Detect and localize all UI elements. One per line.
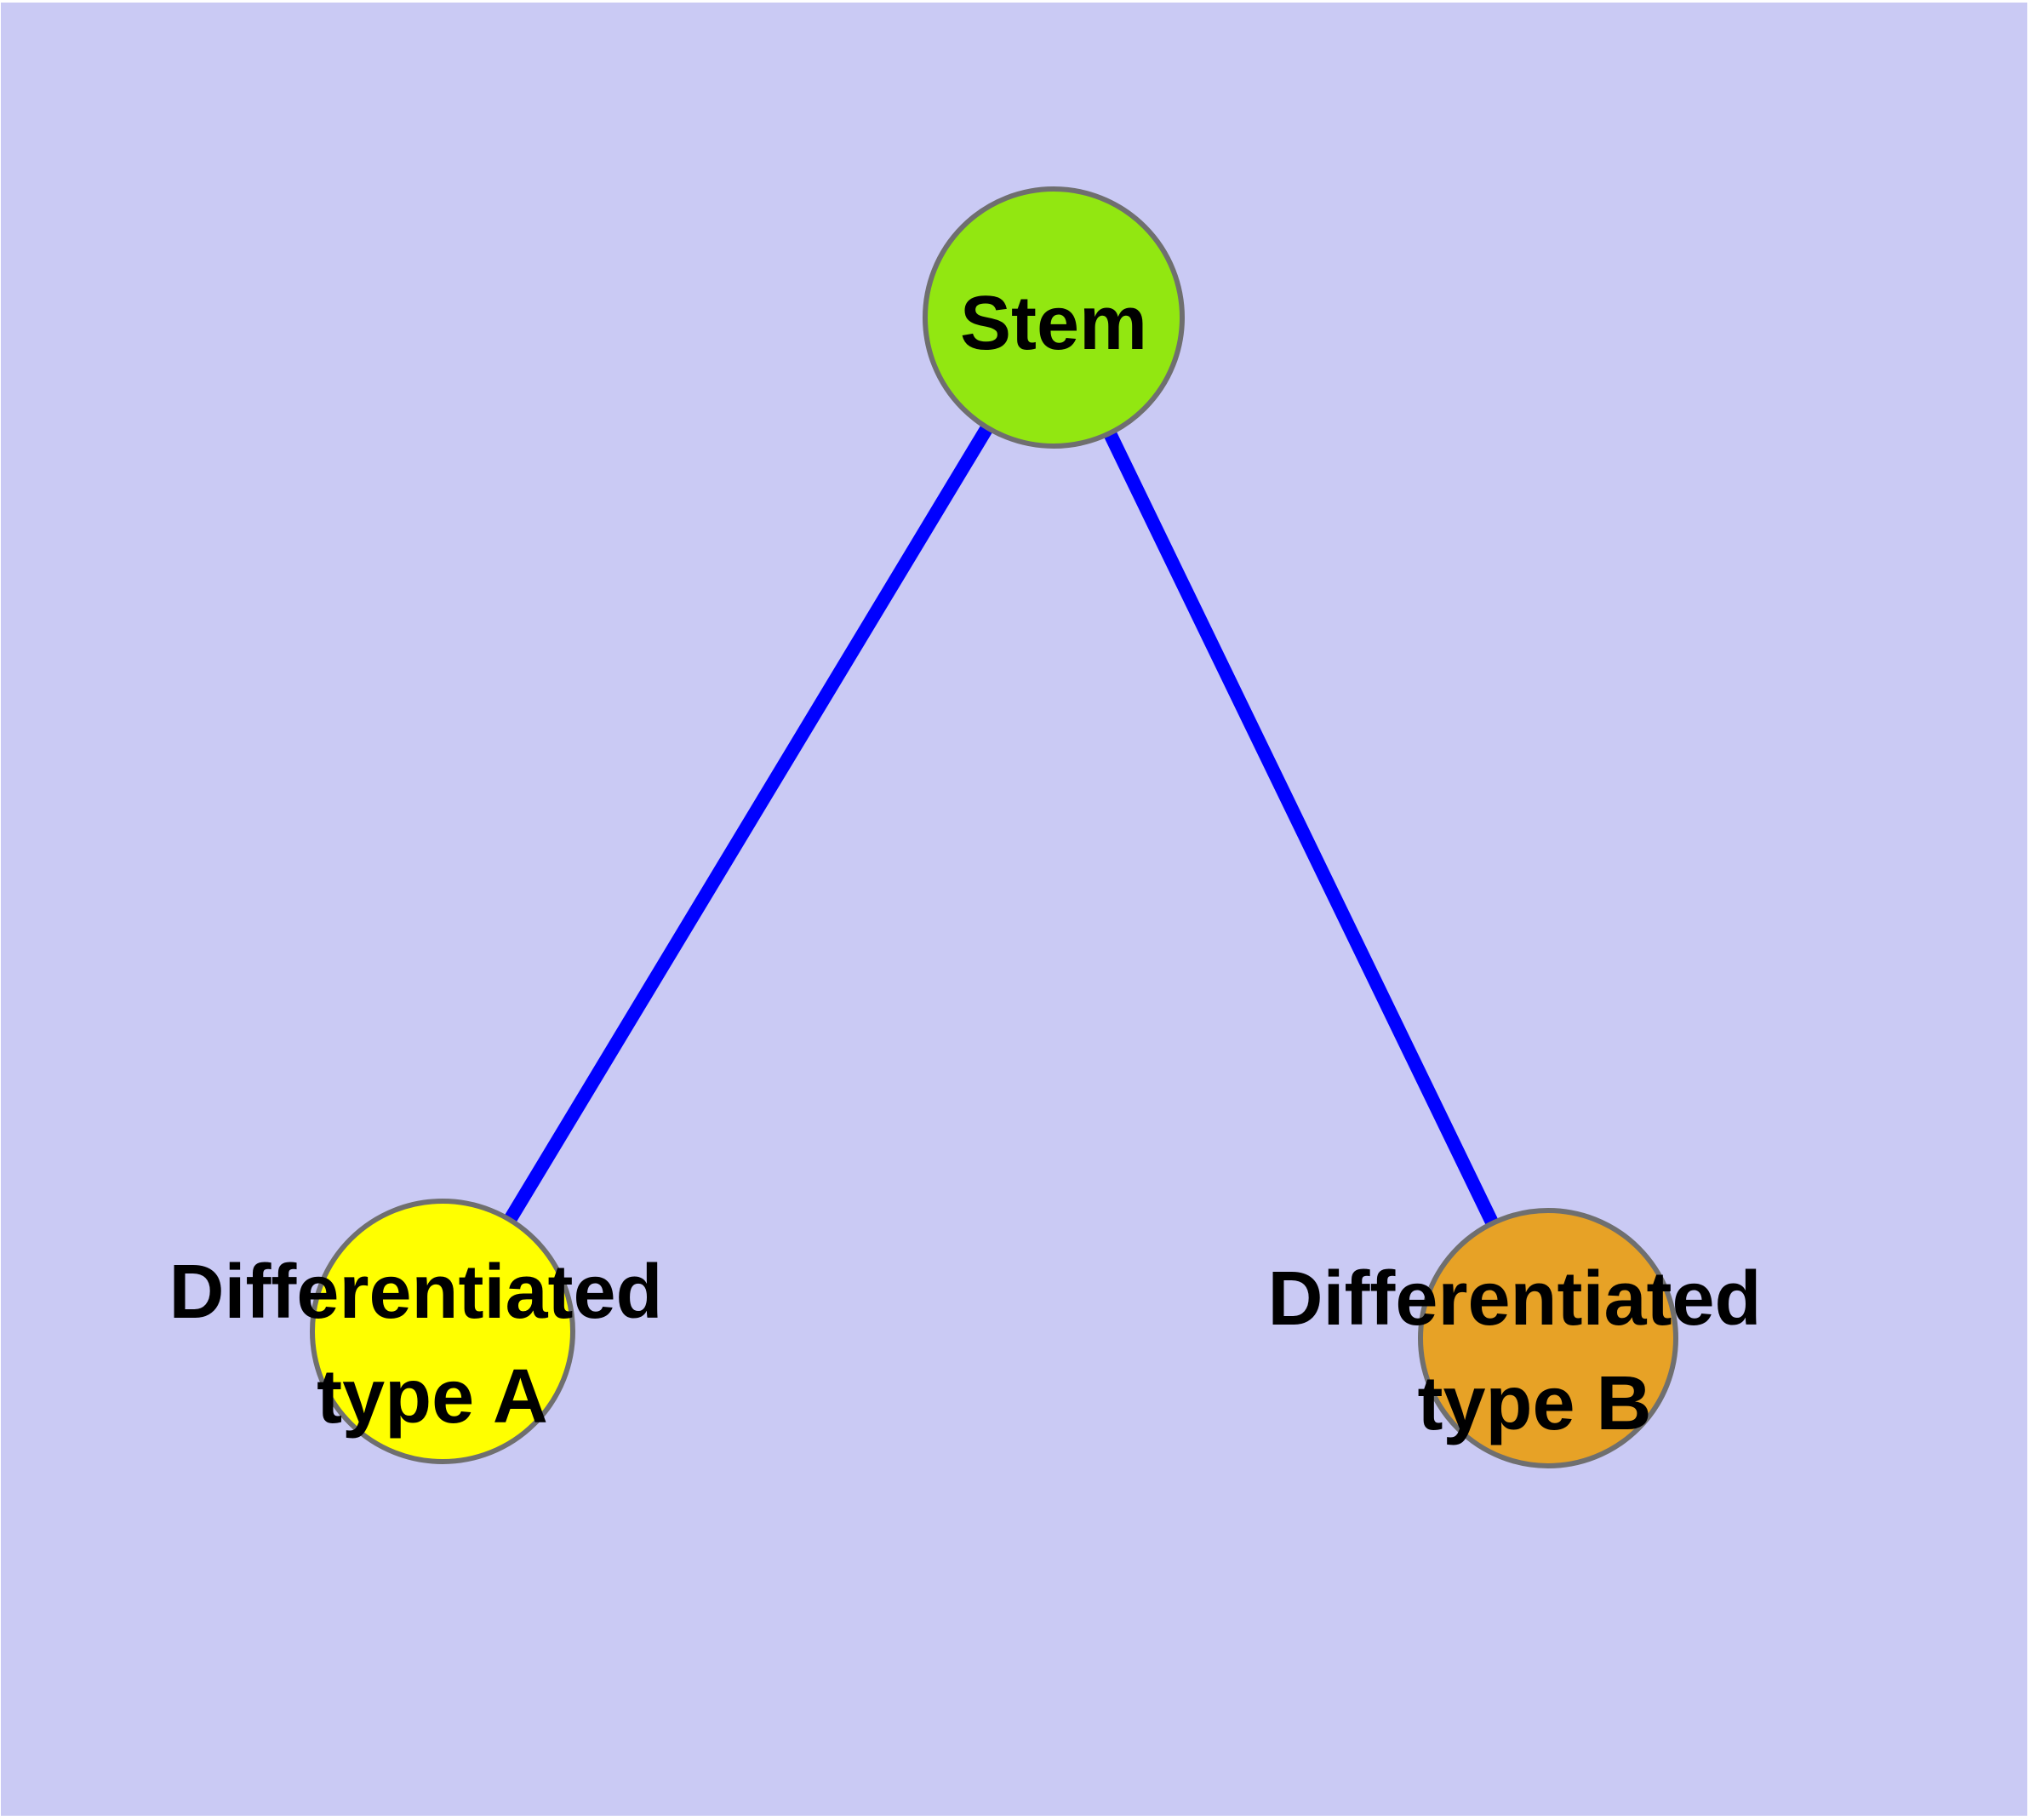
label-layer: Stem Differentiated type A Differentiate…: [169, 281, 1782, 1446]
node-label-stem: Stem: [960, 281, 1147, 366]
edge-stem-to-type-b: [1047, 314, 1555, 1342]
edge-layer: [437, 313, 1555, 1342]
edge-stem-to-type-a: [437, 313, 1060, 1336]
node-label-differentiated-type-a: Differentiated type A: [169, 1250, 683, 1439]
node-label-differentiated-type-b: Differentiated type B: [1267, 1256, 1782, 1446]
node-label-differentiated-type-a-line1: Differentiated: [169, 1250, 662, 1335]
node-label-differentiated-type-b-line2: type B: [1417, 1361, 1651, 1446]
node-differentiated-type-b: [1418, 1208, 1678, 1468]
node-differentiated-type-a: [310, 1199, 575, 1464]
node-label-differentiated-type-b-line1: Differentiated: [1267, 1256, 1761, 1342]
node-label-differentiated-type-a-line2: type A: [317, 1354, 548, 1439]
node-layer: [310, 186, 1678, 1468]
node-stem: [923, 186, 1185, 449]
